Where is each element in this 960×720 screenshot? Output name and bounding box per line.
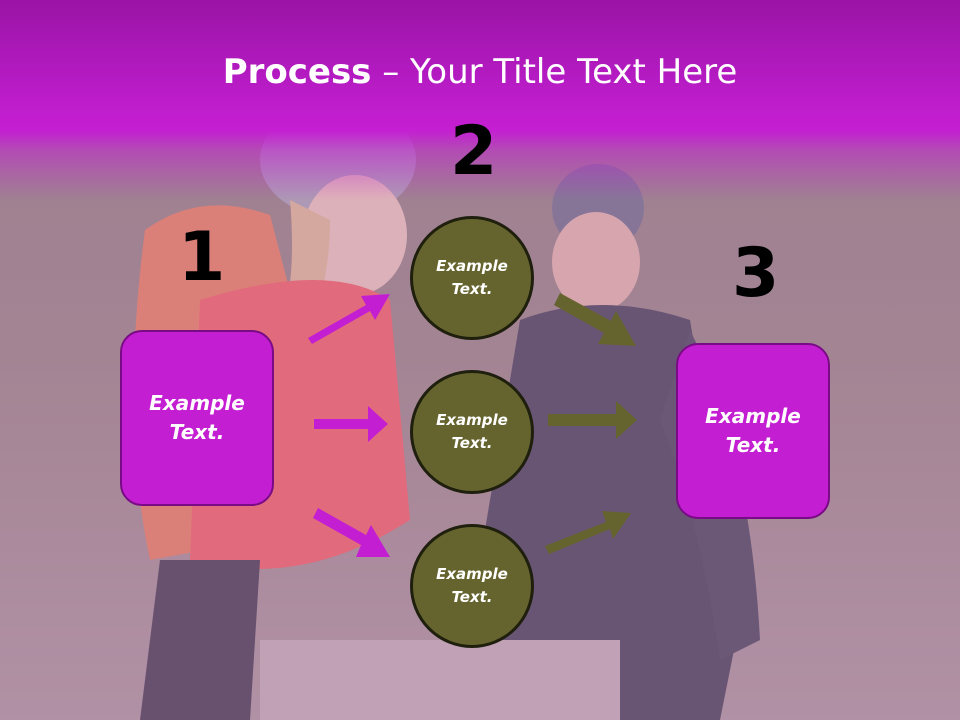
- man-face: [552, 212, 640, 312]
- woman-legs: [140, 560, 260, 720]
- left-box-text: Example Text.: [149, 391, 245, 444]
- circle-middle: Example Text.: [410, 370, 534, 494]
- title-bold: Process: [222, 52, 372, 92]
- right-box-text: Example Text.: [705, 404, 801, 457]
- arrow-right-down: [554, 293, 636, 346]
- arrow-right-up: [545, 511, 631, 554]
- right-box: Example Text.: [676, 343, 830, 519]
- circle-middle-text: Example Text.: [436, 411, 508, 452]
- left-box: Example Text.: [120, 330, 274, 506]
- circle-top: Example Text.: [410, 216, 534, 340]
- arrow-left-down: [313, 508, 390, 557]
- title-band: [0, 0, 960, 200]
- arrow-left-mid: [314, 406, 388, 442]
- circle-bottom-text: Example Text.: [436, 565, 508, 606]
- step-number-1: 1: [178, 218, 226, 297]
- woman-face: [303, 175, 407, 295]
- arrow-left-up: [308, 294, 390, 344]
- step-number-2: 2: [450, 112, 498, 191]
- circle-top-text: Example Text.: [436, 257, 508, 298]
- title-rest: – Your Title Text Here: [371, 52, 738, 92]
- slide-title: Process – Your Title Text Here: [0, 52, 960, 92]
- ground-path: [260, 640, 620, 720]
- circle-bottom: Example Text.: [410, 524, 534, 648]
- arrow-right-mid: [548, 401, 637, 439]
- step-number-3: 3: [732, 234, 780, 313]
